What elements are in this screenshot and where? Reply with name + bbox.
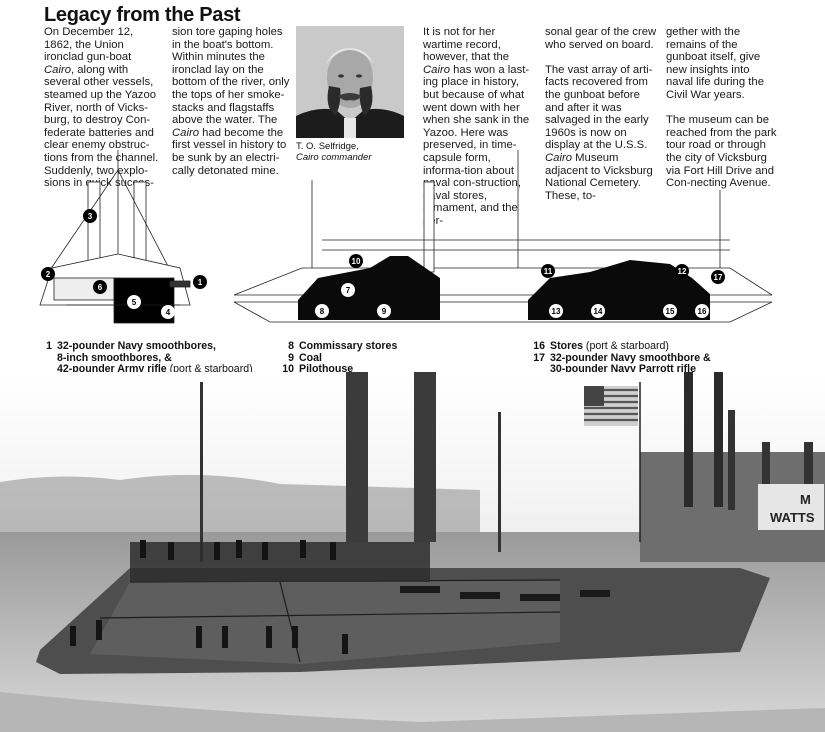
us-flag xyxy=(584,386,638,426)
legend-item: 16 Stores (port & starboard) xyxy=(529,340,729,353)
legend-number xyxy=(36,353,57,365)
legend-item: 10 Pilothouse xyxy=(278,364,488,376)
legend-label: 42-pounder Army rifle (port & starboard) xyxy=(57,363,253,376)
diagram-marker xyxy=(41,267,55,281)
legend-label: Commissary stores xyxy=(299,340,398,352)
ship-name: Cairo xyxy=(423,63,450,76)
legend-number: 17 xyxy=(533,351,545,364)
legend-item: 42-pounder Army rifle (port & starboard) xyxy=(36,363,286,376)
diagram-marker xyxy=(83,209,97,223)
diagram-marker-label: 9 xyxy=(382,307,387,316)
diagram-marker xyxy=(675,264,689,278)
diagram-marker xyxy=(193,275,207,289)
ship-name: Cairo xyxy=(172,126,199,139)
article-text: gether with the remains of the gunboat i… xyxy=(666,26,764,101)
diagram-marker xyxy=(541,264,555,278)
article-column-1: On December 12, 1862, the Union ironclad… xyxy=(44,26,164,190)
legend-item: 30-pounder Navy Parrott rifle xyxy=(529,364,729,376)
diagram-marker xyxy=(161,305,175,319)
legend-item: 8-inch smoothbores, & xyxy=(36,351,286,365)
diagram-marker-label: 11 xyxy=(544,267,553,276)
cairo-historical-photo: M WATTS xyxy=(0,372,825,732)
legend-label: 32-pounder Navy smoothbores, xyxy=(57,340,216,352)
diagram-marker-label: 14 xyxy=(594,307,603,316)
diagram-marker-label: 8 xyxy=(320,307,325,316)
diagram-marker xyxy=(711,270,725,284)
sign-text-2: WATTS xyxy=(770,510,815,525)
diagram-marker xyxy=(591,304,605,318)
legend-label: Coal xyxy=(299,351,322,364)
ship-name: Cairo xyxy=(44,63,71,76)
diagram-marker xyxy=(315,304,329,318)
diagram-marker-label: 10 xyxy=(352,257,361,266)
portrait-caption: T. O. Selfridge, Cairo commander xyxy=(296,141,372,163)
legend-label: 32-pounder Navy smoothbore & xyxy=(550,351,711,364)
legend-position: (port & starboard) xyxy=(582,340,669,352)
legend-number: 10 xyxy=(282,363,294,376)
diagram-marker-label: 3 xyxy=(88,212,93,221)
diagram-marker xyxy=(549,304,563,318)
selfridge-portrait xyxy=(296,26,404,138)
diagram-marker xyxy=(93,280,107,294)
legend-item: 9 Coal xyxy=(278,351,488,365)
legend-label: Stores (port & starboard) xyxy=(550,340,669,352)
legend-item: 1 32-pounder Navy smoothbores, xyxy=(36,340,286,353)
ship-name: Cairo xyxy=(545,151,572,164)
article-text: sion tore gaping holes in the boat's bot… xyxy=(172,26,290,127)
article-text: The vast array of arti-facts recovered f… xyxy=(545,63,653,152)
diagram-marker xyxy=(349,254,363,268)
legend-item: 17 32-pounder Navy smoothbore & xyxy=(529,351,729,365)
article-column-2: sion tore gaping holes in the boat's bot… xyxy=(172,26,290,177)
diagram-marker-label: 13 xyxy=(552,307,561,316)
diagram-marker-label: 1 xyxy=(198,278,203,287)
diagram-marker-label: 7 xyxy=(346,286,351,295)
legend-number: 8 xyxy=(288,340,294,352)
legend-number: 1 xyxy=(46,340,52,352)
article-text: It is not for her wartime record, howeve… xyxy=(423,26,510,64)
legend-label: 30-pounder Navy Parrott rifle xyxy=(550,363,696,376)
diagram-marker-label: 6 xyxy=(98,283,103,292)
page-title: Legacy from the Past xyxy=(44,4,241,26)
sign-text-1: M xyxy=(800,492,811,507)
article-text: On December 12, 1862, the Union ironclad… xyxy=(44,26,134,64)
article-text: had become the first vessel in history t… xyxy=(172,126,287,177)
diagram-marker-label: 4 xyxy=(166,308,171,317)
article-text: boat xyxy=(109,51,132,64)
legend-item: 8 Commissary stores xyxy=(278,340,488,353)
legend-number: 9 xyxy=(288,351,294,364)
diagram-marker xyxy=(341,283,355,297)
article-text: sonal gear of the crew who served on boa… xyxy=(545,26,657,51)
legend-position: (port & starboard) xyxy=(166,363,253,376)
article-text: , along with several other vessels, stea… xyxy=(44,63,159,190)
diagram-marker-label: 16 xyxy=(698,307,707,316)
article-text: has won a last-ing place in history, but… xyxy=(423,63,530,227)
portrait-caption-name: T. O. Selfridge, xyxy=(296,141,359,152)
portrait-caption-role: Cairo commander xyxy=(296,152,372,163)
article-text: Museum adjacent to Vicksburg National Ce… xyxy=(545,151,653,202)
legend-label: 8-inch smoothbores, & xyxy=(57,351,172,364)
article-column-4: sonal gear of the crew who served on boa… xyxy=(545,26,657,202)
legend-label: Pilothouse xyxy=(299,363,354,376)
article-column-3: It is not for her wartime record, howeve… xyxy=(423,26,535,228)
diagram-marker-label: 2 xyxy=(46,270,51,279)
diagram-marker xyxy=(127,295,141,309)
diagram-marker-label: 17 xyxy=(714,273,723,282)
diagram-marker-label: 12 xyxy=(678,267,687,276)
diagram-marker-label: 15 xyxy=(666,307,675,316)
diagram-marker-label: 5 xyxy=(132,298,137,307)
diagram-marker xyxy=(663,304,677,318)
legend-number: 16 xyxy=(533,340,545,352)
legend-column-3: 16 Stores (port & starboard) 17 32-pounder … xyxy=(529,340,729,376)
diagram-marker xyxy=(695,304,709,318)
diagram-marker xyxy=(377,304,391,318)
article-column-5: gether with the remains of the gunboat i… xyxy=(666,26,778,190)
article-text: The museum can be reached from the park … xyxy=(666,114,777,190)
